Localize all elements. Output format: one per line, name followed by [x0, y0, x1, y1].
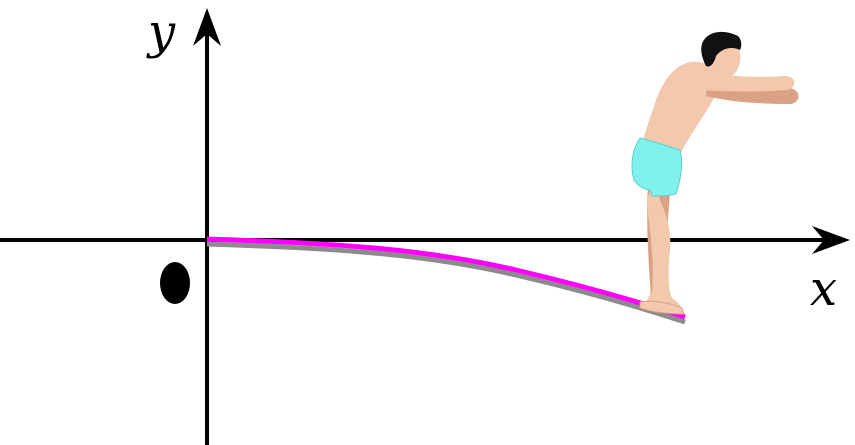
diver-feet	[639, 300, 685, 315]
x-axis-label: x	[810, 261, 837, 317]
diver-icon	[631, 31, 799, 315]
coordinate-axes	[0, 8, 850, 445]
origin-label	[160, 262, 190, 304]
diver-torso	[640, 61, 720, 160]
y-axis-arrowhead	[193, 8, 221, 46]
diver-front-leg	[647, 190, 682, 312]
diver-shorts	[631, 137, 683, 197]
diving-board-icon	[206, 236, 686, 325]
board-top	[206, 236, 686, 320]
board-underside	[206, 241, 686, 325]
y-axis-label: y	[146, 4, 176, 60]
diver-hair	[701, 31, 742, 67]
x-axis-arrowhead	[812, 226, 850, 254]
